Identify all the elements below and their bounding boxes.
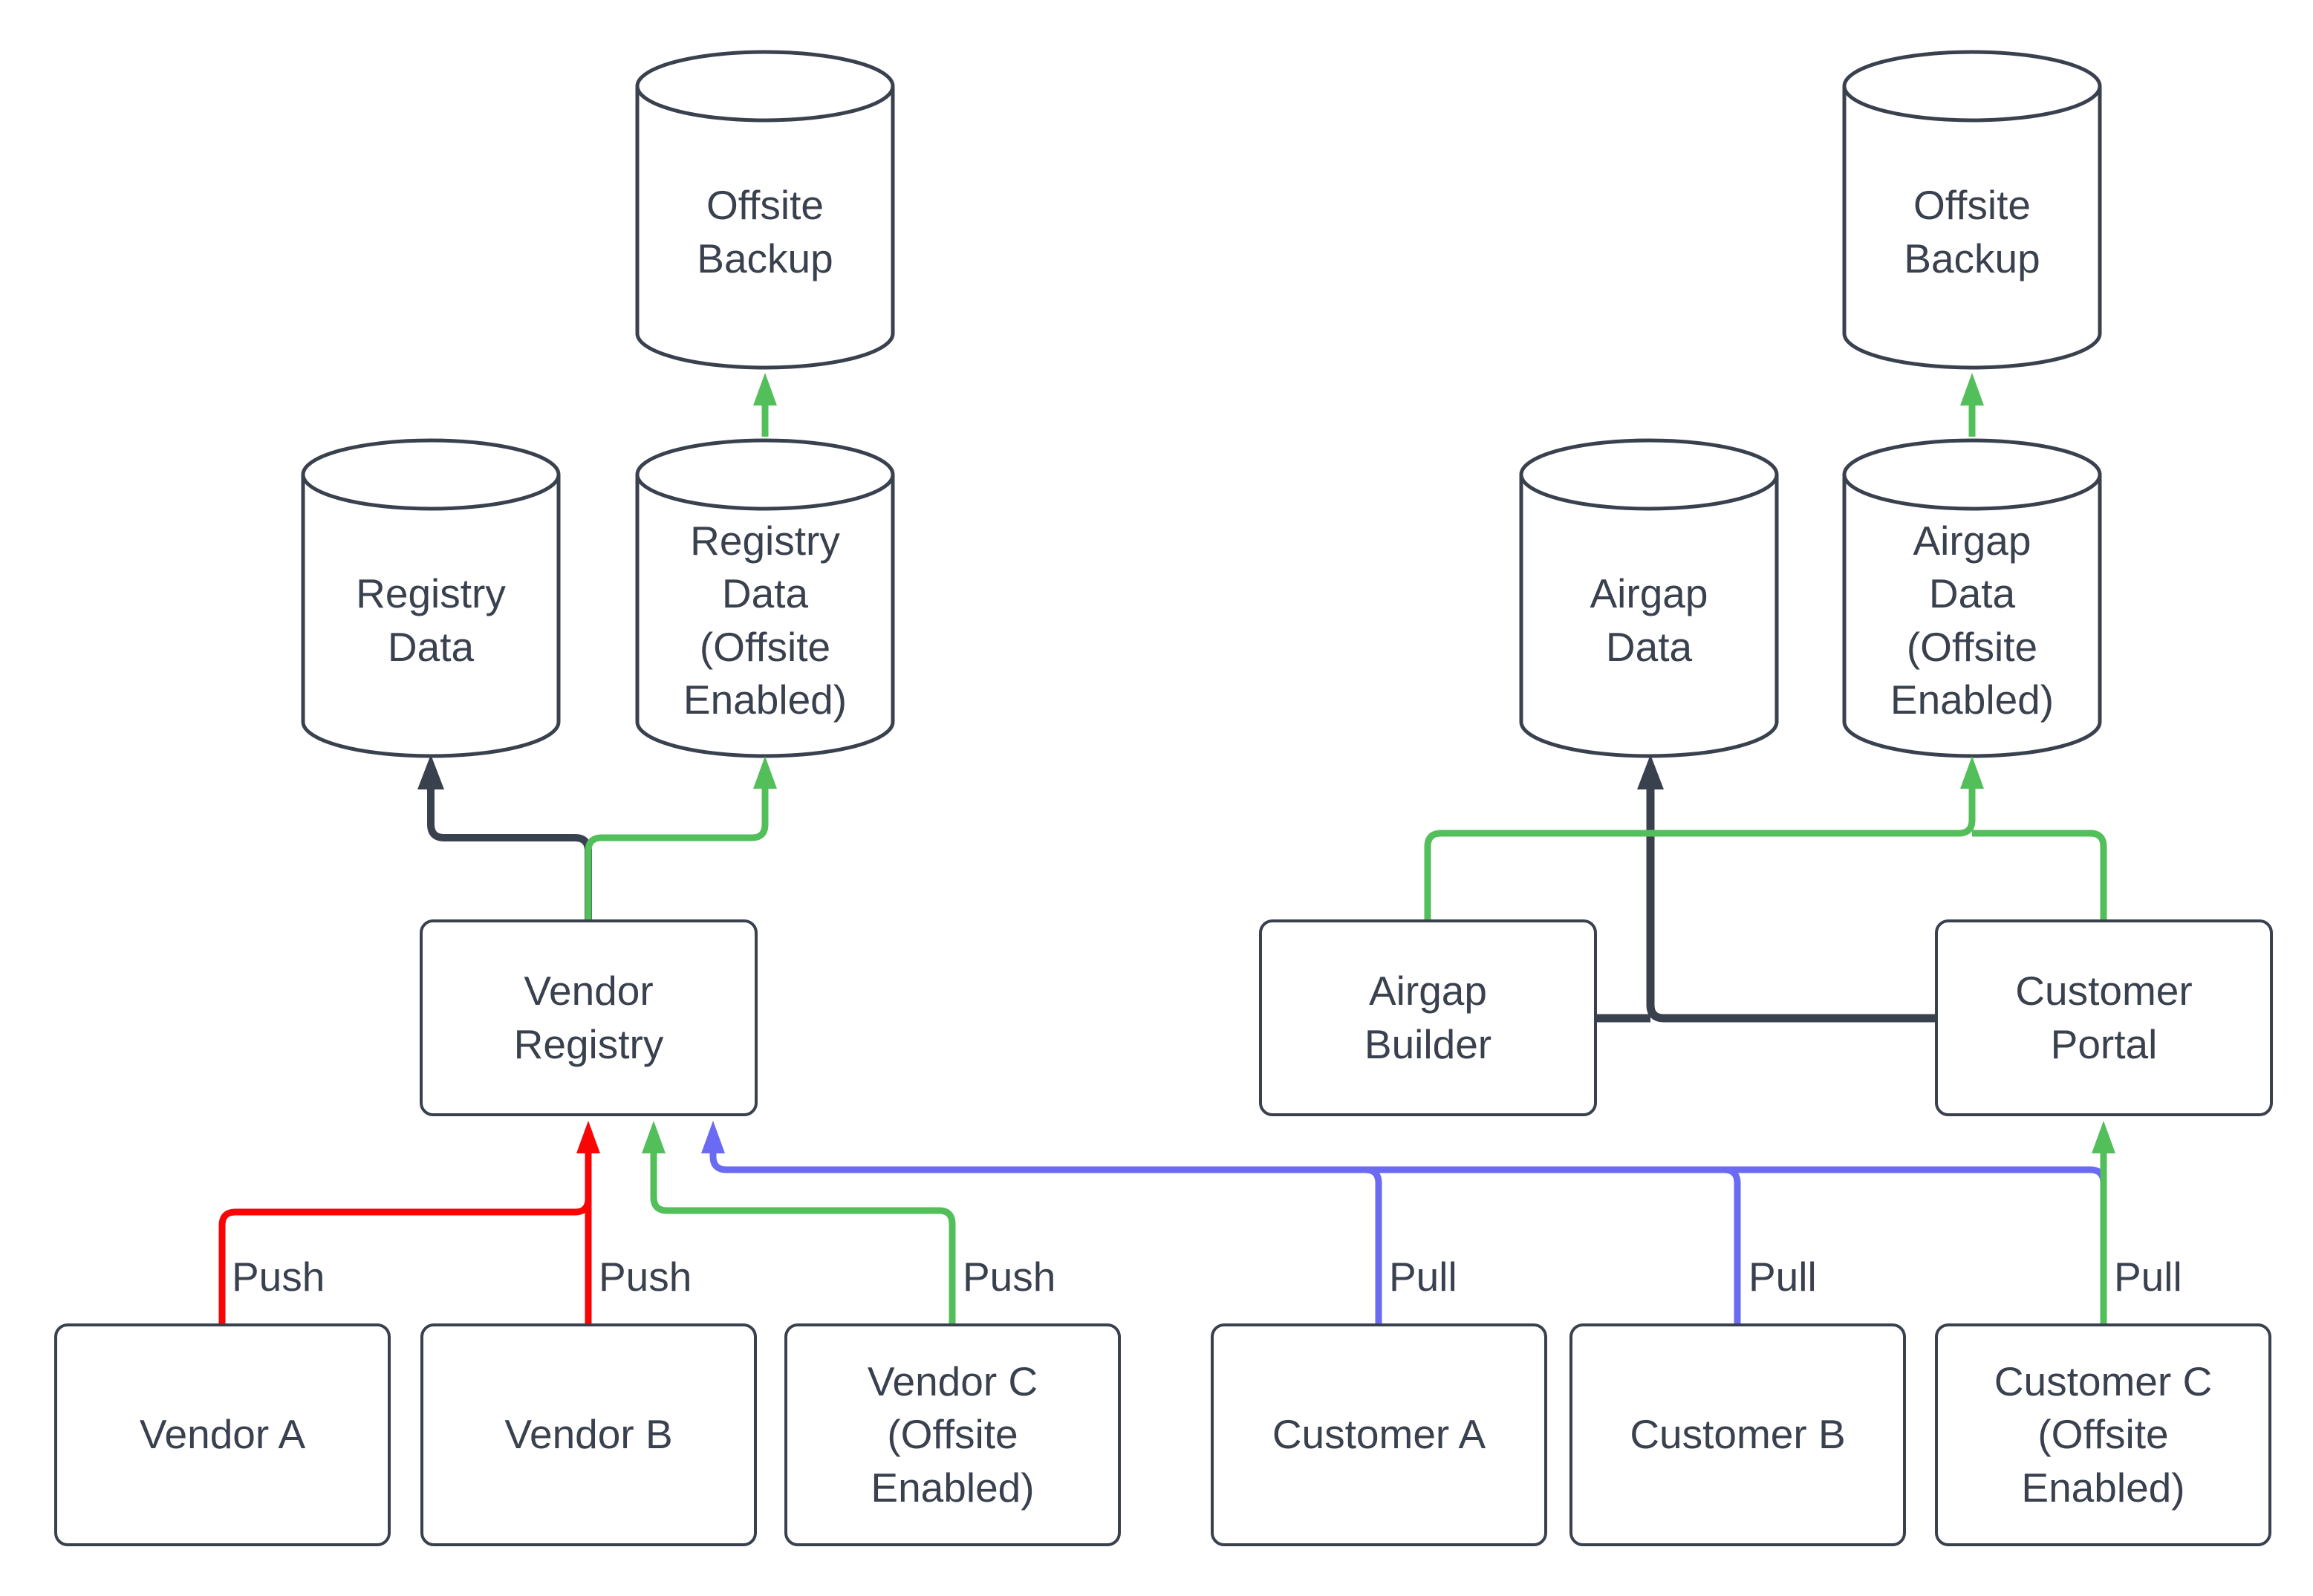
customer-portal-node: Customer Portal	[1935, 919, 2273, 1116]
cylinder-registry-data-offsite	[635, 438, 895, 758]
pull-label-customer-a: Pull	[1389, 1254, 1457, 1300]
arrowhead-offsite-backup-right	[1960, 373, 1984, 405]
arrowhead-registry-data-offsite	[753, 756, 777, 789]
customer-a-node: Customer A	[1211, 1323, 1547, 1546]
arrowhead-customer-portal	[2092, 1121, 2115, 1153]
cylinder-offsite-backup-left	[635, 50, 895, 370]
arrowhead-vendor-registry-green	[642, 1121, 666, 1153]
customer-b-node: Customer B	[1569, 1323, 1906, 1546]
push-label-vendor-a: Push	[232, 1254, 325, 1300]
arrowhead-vendor-registry-red	[576, 1121, 600, 1153]
arrowhead-airgap-data-offsite	[1960, 756, 1984, 789]
edge-vendor-registry-to-registry-data	[427, 789, 592, 919]
edge-customer-a-to-vendor-registry	[726, 1166, 1382, 1323]
airgap-builder-node: Airgap Builder	[1259, 919, 1597, 1116]
customer-c-node: Customer C (Offsite Enabled)	[1935, 1323, 2271, 1546]
vendor-a-node: Vendor A	[54, 1323, 391, 1546]
edge-vendor-registry-to-registry-data-offsite	[585, 789, 769, 919]
cylinder-offsite-backup-right	[1842, 50, 2102, 370]
vendor-registry-node: Vendor Registry	[420, 919, 758, 1116]
edge-customer-portal-to-airgap-data-offsite	[1972, 830, 2107, 919]
edge-customer-b-to-vendor-registry	[726, 1166, 1741, 1323]
edge-vendor-c-to-vendor-registry	[650, 1153, 956, 1323]
edge-airgap-builder-to-airgap-data-offsite	[1424, 789, 1976, 919]
cylinder-airgap-data	[1519, 438, 1779, 758]
arrowhead-vendor-registry-blue	[701, 1121, 725, 1153]
cylinder-airgap-data-offsite	[1842, 438, 2102, 758]
arrowhead-offsite-backup-left	[753, 373, 777, 405]
vendor-b-node: Vendor B	[420, 1323, 757, 1546]
pull-label-customer-c: Pull	[2114, 1254, 2182, 1300]
arrowhead-airgap-data	[1637, 755, 1664, 789]
edge-customer-portal-to-airgap-data	[1646, 789, 1935, 1023]
vendor-c-node: Vendor C (Offsite Enabled)	[784, 1323, 1121, 1546]
push-label-vendor-b: Push	[599, 1254, 692, 1300]
push-label-vendor-c: Push	[963, 1254, 1056, 1300]
arrowhead-registry-data	[417, 755, 444, 789]
cylinder-registry-data	[301, 438, 561, 758]
pull-label-customer-b: Pull	[1748, 1254, 1817, 1300]
